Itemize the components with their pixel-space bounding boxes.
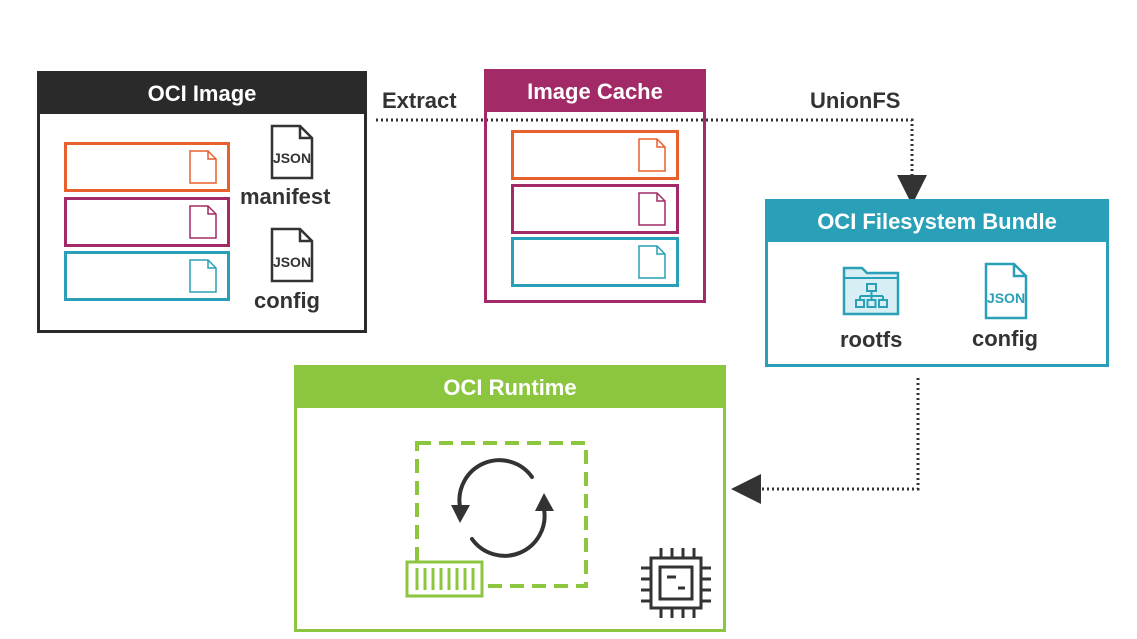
runtime-title: OCI Runtime xyxy=(297,368,723,408)
cache-layer-magenta xyxy=(511,184,679,234)
container-process-graphic xyxy=(405,441,711,618)
json-icon-text: JSON xyxy=(272,254,312,270)
oci-image-box: OCI Image JSON manifest JSON config xyxy=(37,71,367,333)
image-cache-box: Image Cache xyxy=(484,69,706,303)
document-icon xyxy=(189,205,217,239)
json-icon-text: JSON xyxy=(272,150,312,166)
runtime-arrow xyxy=(731,378,920,504)
folder-tree-icon xyxy=(840,262,904,318)
image-layer-magenta xyxy=(64,197,230,247)
image-layer-orange xyxy=(64,142,230,192)
refresh-icon xyxy=(457,458,547,558)
config-label: config xyxy=(254,288,320,313)
bundle-title: OCI Filesystem Bundle xyxy=(768,202,1106,242)
document-icon xyxy=(638,245,666,279)
extract-arrow xyxy=(376,118,927,205)
bundle-config-label: config xyxy=(972,326,1038,351)
manifest-label: manifest xyxy=(240,184,331,209)
image-cache-title: Image Cache xyxy=(487,72,703,112)
bundle-box: OCI Filesystem Bundle rootfs JSON config xyxy=(765,199,1109,367)
container-bar-icon xyxy=(405,560,484,598)
json-file-icon: JSON xyxy=(266,124,318,180)
rootfs-label: rootfs xyxy=(840,327,903,352)
oci-image-title: OCI Image xyxy=(40,74,364,114)
json-icon-text: JSON xyxy=(986,290,1026,306)
document-icon xyxy=(189,259,217,293)
json-file-icon: JSON xyxy=(980,262,1032,320)
runtime-box: OCI Runtime xyxy=(294,365,726,632)
cpu-chip-icon xyxy=(641,548,711,618)
container-dashed-outline xyxy=(415,441,588,588)
unionfs-label: UnionFS xyxy=(810,88,901,113)
cache-layer-teal xyxy=(511,237,679,287)
json-file-icon: JSON xyxy=(266,227,318,283)
extract-label: Extract xyxy=(382,88,457,113)
document-icon xyxy=(638,138,666,172)
document-icon xyxy=(638,192,666,226)
cache-layer-orange xyxy=(511,130,679,180)
document-icon xyxy=(189,150,217,184)
image-layer-teal xyxy=(64,251,230,301)
